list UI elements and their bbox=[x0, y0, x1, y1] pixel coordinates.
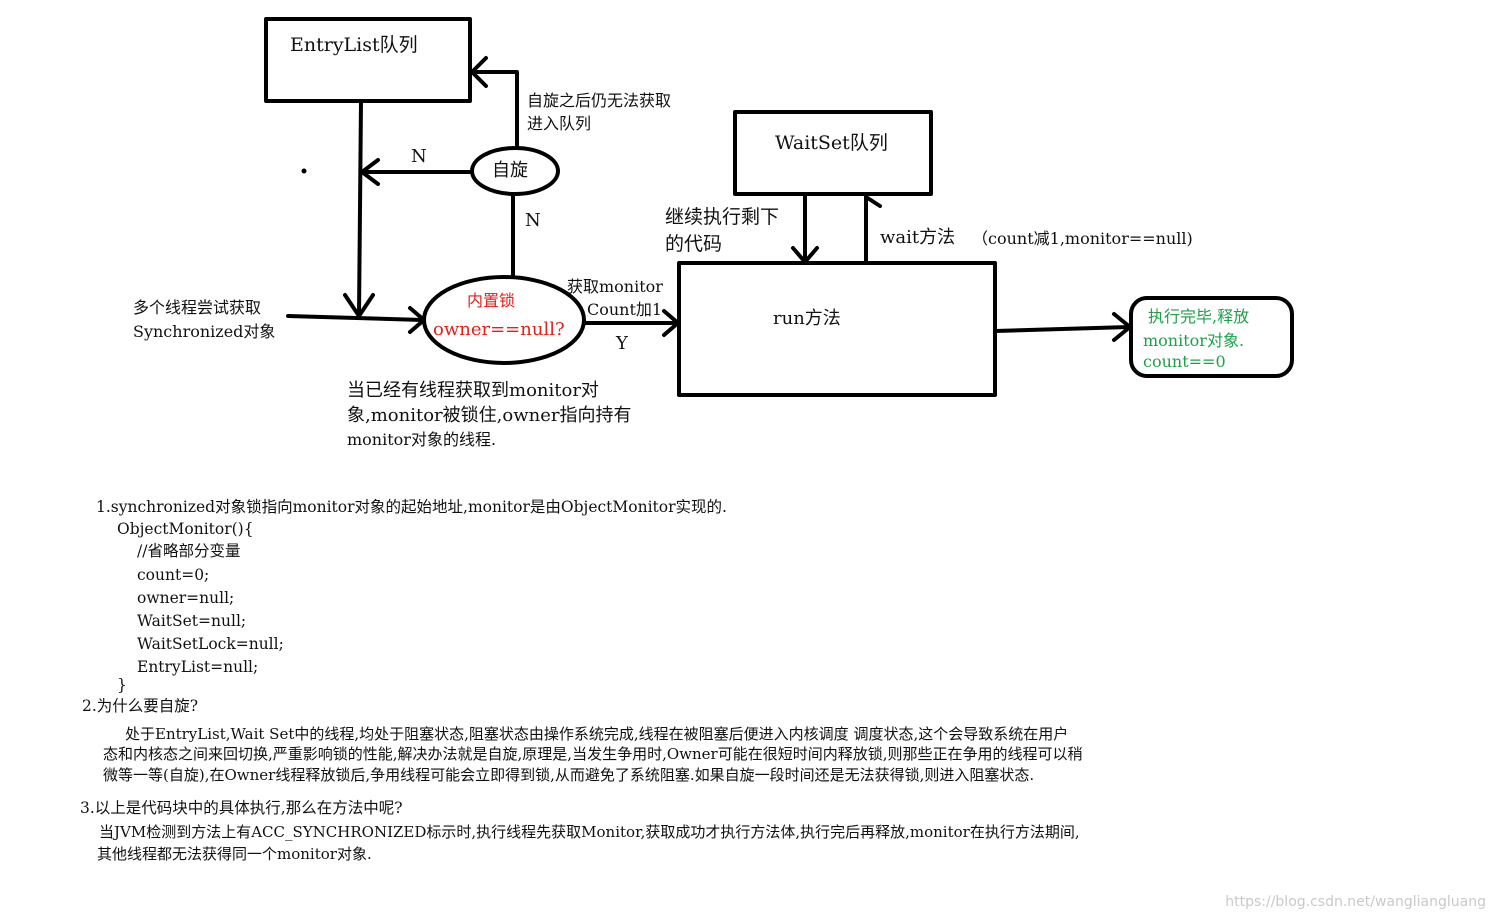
code-line: WaitSet=null; bbox=[137, 612, 247, 630]
note-3-title: 3.以上是代码块中的具体执行,那么在方法中呢? bbox=[80, 799, 403, 817]
n-up-label: N bbox=[525, 210, 541, 231]
note-1-line: 1.synchronized对象锁指向monitor对象的起始地址,monito… bbox=[96, 498, 727, 516]
held-note-2: 象,monitor被锁住,owner指向持有 bbox=[347, 405, 632, 426]
code-line: //省略部分变量 bbox=[137, 542, 241, 560]
wait-arrowhead bbox=[864, 195, 882, 208]
code-line: owner=null; bbox=[137, 589, 235, 607]
note-2-title: 2.为什么要自旋? bbox=[82, 697, 199, 715]
continue-label-2: 的代码 bbox=[665, 233, 723, 255]
spin-fail-label-2: 进入队列 bbox=[527, 114, 592, 133]
entrylist-label: EntryList队列 bbox=[290, 34, 418, 56]
wait-method-label: wait方法 bbox=[880, 227, 956, 248]
entry-label-1: 多个线程尝试获取 bbox=[133, 298, 262, 317]
continue-arrowhead bbox=[791, 246, 819, 264]
code-line: } bbox=[117, 676, 127, 694]
done-label-2: monitor对象. bbox=[1143, 331, 1245, 350]
entry-arrowhead bbox=[408, 306, 426, 334]
entry-label-2: Synchronized对象 bbox=[133, 322, 276, 341]
spin-fail-line bbox=[470, 70, 519, 150]
note-2-line: 微等一等(自旋),在Owner线程释放锁后,争用线程可能会立即得到锁,从而避免了… bbox=[103, 766, 1035, 784]
waitset-box bbox=[733, 110, 933, 196]
code-line: count=0; bbox=[137, 566, 210, 584]
acquire-label-1: 获取monitor bbox=[567, 277, 663, 296]
done-label-3: count==0 bbox=[1143, 352, 1226, 371]
n-left-label: N bbox=[411, 146, 427, 167]
held-note-1: 当已经有线程获取到monitor对 bbox=[347, 380, 599, 401]
wait-detail-label: （count减1,monitor==null) bbox=[972, 229, 1193, 248]
spin-fail-label-1: 自旋之后仍无法获取 bbox=[527, 91, 672, 110]
note-2-line: 处于EntryList,Wait Set中的线程,均处于阻塞状态,阻塞状态由操作… bbox=[125, 725, 1069, 743]
entrylist-box bbox=[264, 17, 472, 103]
spin-fail-arrowhead bbox=[470, 56, 488, 88]
spin-label: 自旋 bbox=[492, 160, 528, 181]
held-note-3: monitor对象的线程. bbox=[347, 430, 497, 449]
code-line: ObjectMonitor(){ bbox=[117, 520, 254, 538]
note-2-line: 态和内核态之间来回切换,严重影响锁的性能,解决办法就是自旋,原理是,当发生争用时… bbox=[103, 745, 1083, 763]
entrylist-down-arrowhead bbox=[343, 293, 375, 318]
note-3-line: 其他线程都无法获得同一个monitor对象. bbox=[97, 845, 372, 863]
entry-line bbox=[286, 314, 425, 322]
spin-left-arrowhead bbox=[360, 158, 380, 186]
run-to-done-arrowhead bbox=[1112, 312, 1132, 342]
lock-condition-label: owner==null? bbox=[433, 319, 565, 340]
lock-title-label: 内置锁 bbox=[467, 291, 516, 310]
code-line: EntryList=null; bbox=[137, 658, 259, 676]
note-3-line: 当JVM检测到方法上有ACC_SYNCHRONIZED标示时,执行线程先获取Mo… bbox=[99, 823, 1080, 841]
done-label-1: 执行完毕,释放 bbox=[1148, 307, 1250, 326]
code-line: WaitSetLock=null; bbox=[137, 635, 284, 653]
continue-label-1: 继续执行剩下 bbox=[665, 206, 780, 228]
entrylist-down-line bbox=[357, 99, 363, 317]
done-box bbox=[1129, 296, 1294, 378]
waitset-label: WaitSet队列 bbox=[775, 132, 888, 154]
acquire-label-2: Count加1 bbox=[587, 300, 663, 319]
run-to-done-line bbox=[993, 325, 1131, 333]
run-label: run方法 bbox=[773, 308, 841, 329]
lock-to-run-arrowhead bbox=[662, 309, 680, 337]
run-box bbox=[677, 261, 997, 397]
y-label: Y bbox=[616, 333, 628, 354]
watermark: https://blog.csdn.net/wangliangluang bbox=[1225, 894, 1486, 910]
stray-dot bbox=[301, 168, 307, 174]
